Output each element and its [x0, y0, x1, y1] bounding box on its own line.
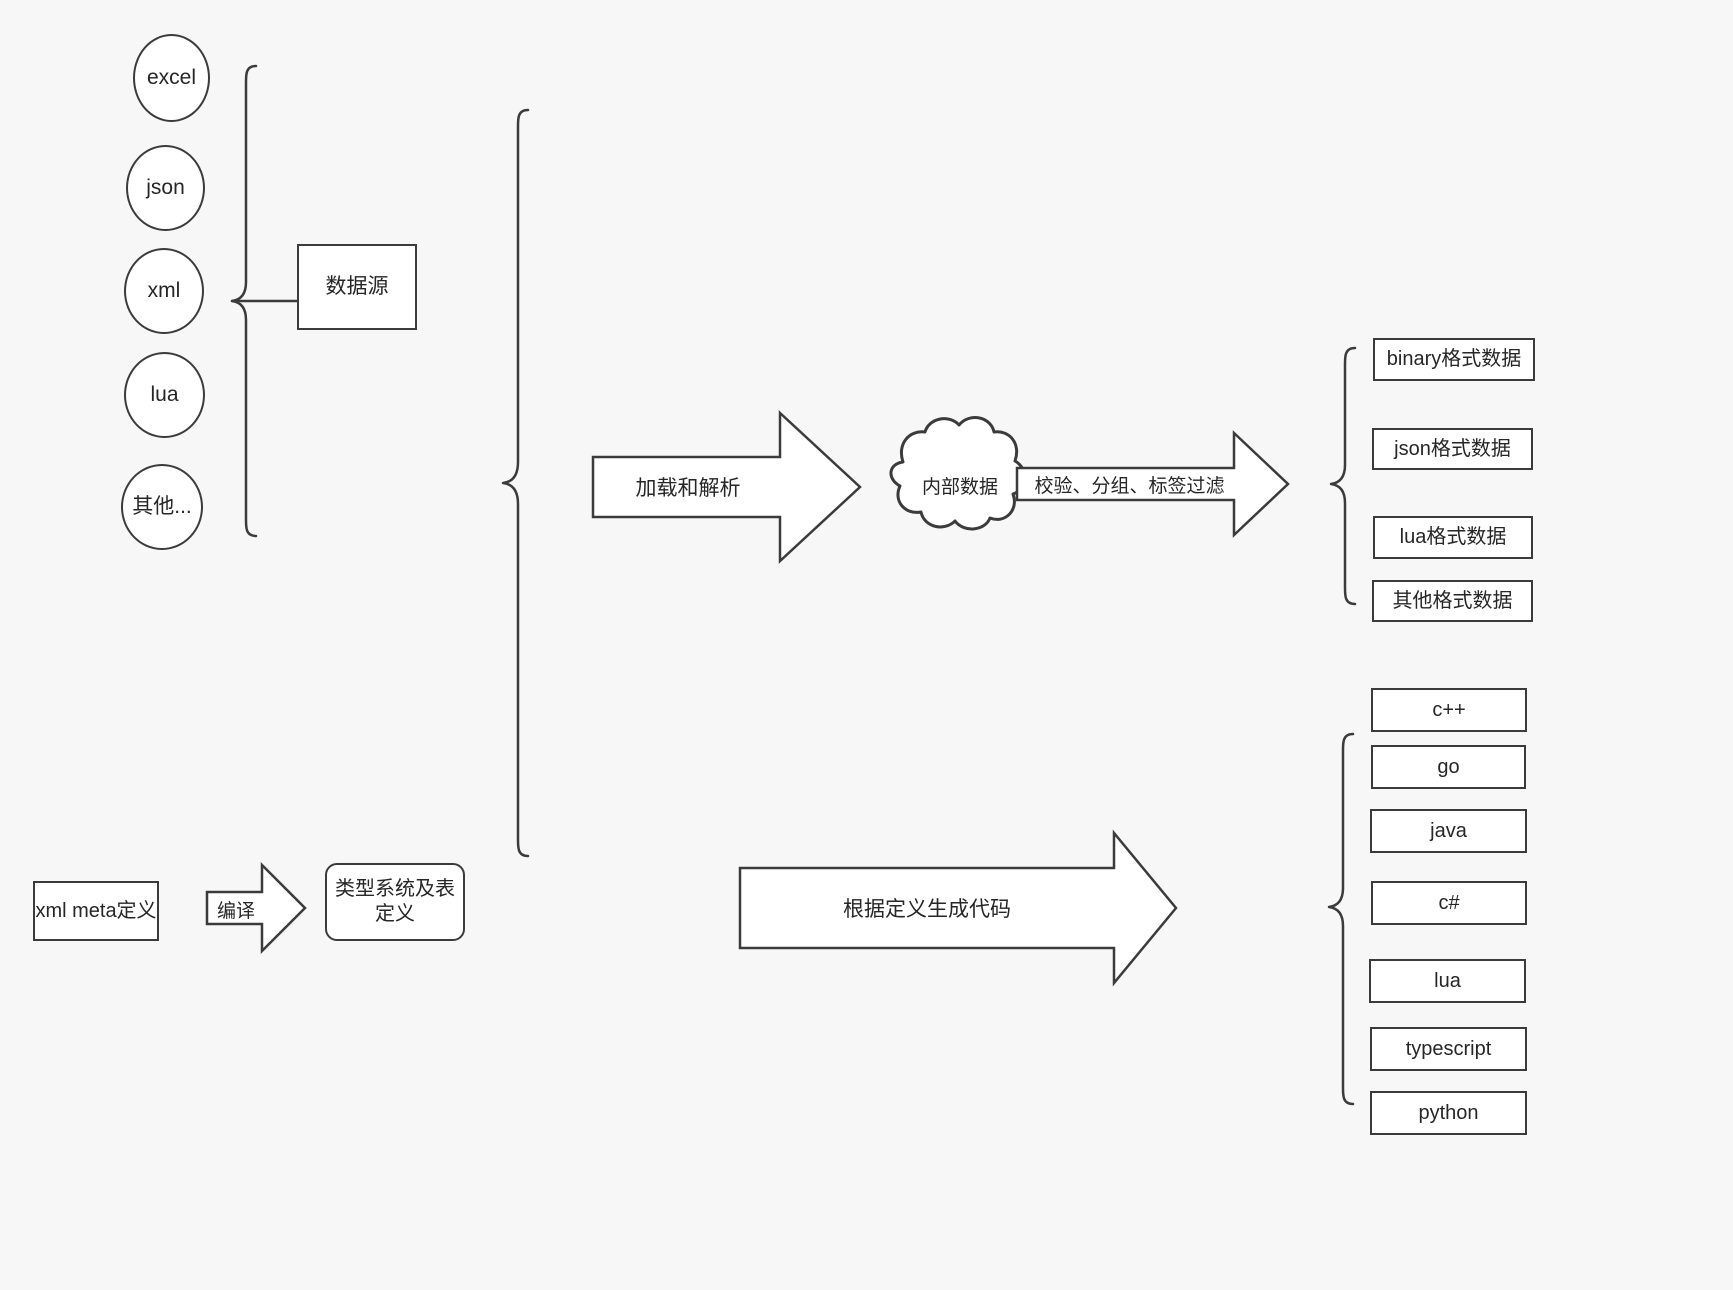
output-box-label: binary格式数据 — [1386, 348, 1522, 370]
language-box-lua[interactable]: lua — [1369, 959, 1526, 1003]
language-box-label: java — [1430, 819, 1467, 842]
output-box-label: lua格式数据 — [1399, 526, 1507, 548]
language-box-label: go — [1437, 755, 1460, 778]
language-box-go[interactable]: go — [1371, 745, 1526, 789]
source-node-json[interactable]: json — [126, 145, 205, 231]
output-box-lua[interactable]: lua格式数据 — [1373, 516, 1533, 559]
source-node-other[interactable]: 其他... — [121, 464, 203, 550]
data-outputs-brace-icon — [1329, 346, 1357, 606]
language-box-label: c++ — [1432, 698, 1466, 721]
output-box-label: 其他格式数据 — [1392, 589, 1513, 612]
language-box-label: lua — [1434, 969, 1461, 992]
codegen-languages-brace-icon — [1327, 732, 1355, 1106]
language-box-label: c# — [1438, 891, 1460, 914]
internal-data-cloud-shape — [889, 416, 1027, 531]
compile-arrow-shape — [205, 861, 307, 955]
data-source-box-label: 数据源 — [325, 274, 389, 298]
validate-filter-arrow-shape — [1015, 430, 1290, 538]
output-box-label: json格式数据 — [1394, 437, 1511, 460]
source-node-label: lua — [150, 382, 179, 406]
language-box-java[interactable]: java — [1370, 809, 1527, 853]
source-node-excel[interactable]: excel — [133, 34, 210, 122]
language-box-python[interactable]: python — [1370, 1091, 1527, 1135]
language-box-label: typescript — [1405, 1037, 1492, 1060]
source-node-xml[interactable]: xml — [124, 248, 204, 334]
inputs-brace-icon — [501, 108, 530, 858]
type-system-box[interactable]: 类型系统及表定义 — [325, 863, 465, 941]
xml-meta-definition-box[interactable]: xml meta定义 — [33, 881, 159, 941]
language-box-cpp[interactable]: c++ — [1371, 688, 1527, 732]
load-parse-arrow-shape — [591, 410, 862, 564]
output-box-binary[interactable]: binary格式数据 — [1373, 338, 1535, 381]
source-node-label: 其他... — [132, 494, 192, 518]
source-node-label: xml — [147, 278, 181, 302]
source-node-label: excel — [146, 65, 197, 89]
codegen-arrow-shape — [738, 829, 1178, 987]
output-box-json[interactable]: json格式数据 — [1372, 428, 1533, 470]
language-box-typescript[interactable]: typescript — [1370, 1027, 1527, 1071]
source-node-label: json — [146, 175, 185, 199]
output-box-other[interactable]: 其他格式数据 — [1372, 580, 1533, 622]
language-box-label: python — [1418, 1101, 1479, 1124]
xml-meta-definition-label: xml meta定义 — [35, 899, 157, 922]
source-node-lua[interactable]: lua — [124, 352, 205, 438]
data-source-box[interactable]: 数据源 — [297, 244, 417, 330]
language-box-csharp[interactable]: c# — [1371, 881, 1527, 925]
type-system-label: 类型系统及表定义 — [335, 878, 455, 925]
